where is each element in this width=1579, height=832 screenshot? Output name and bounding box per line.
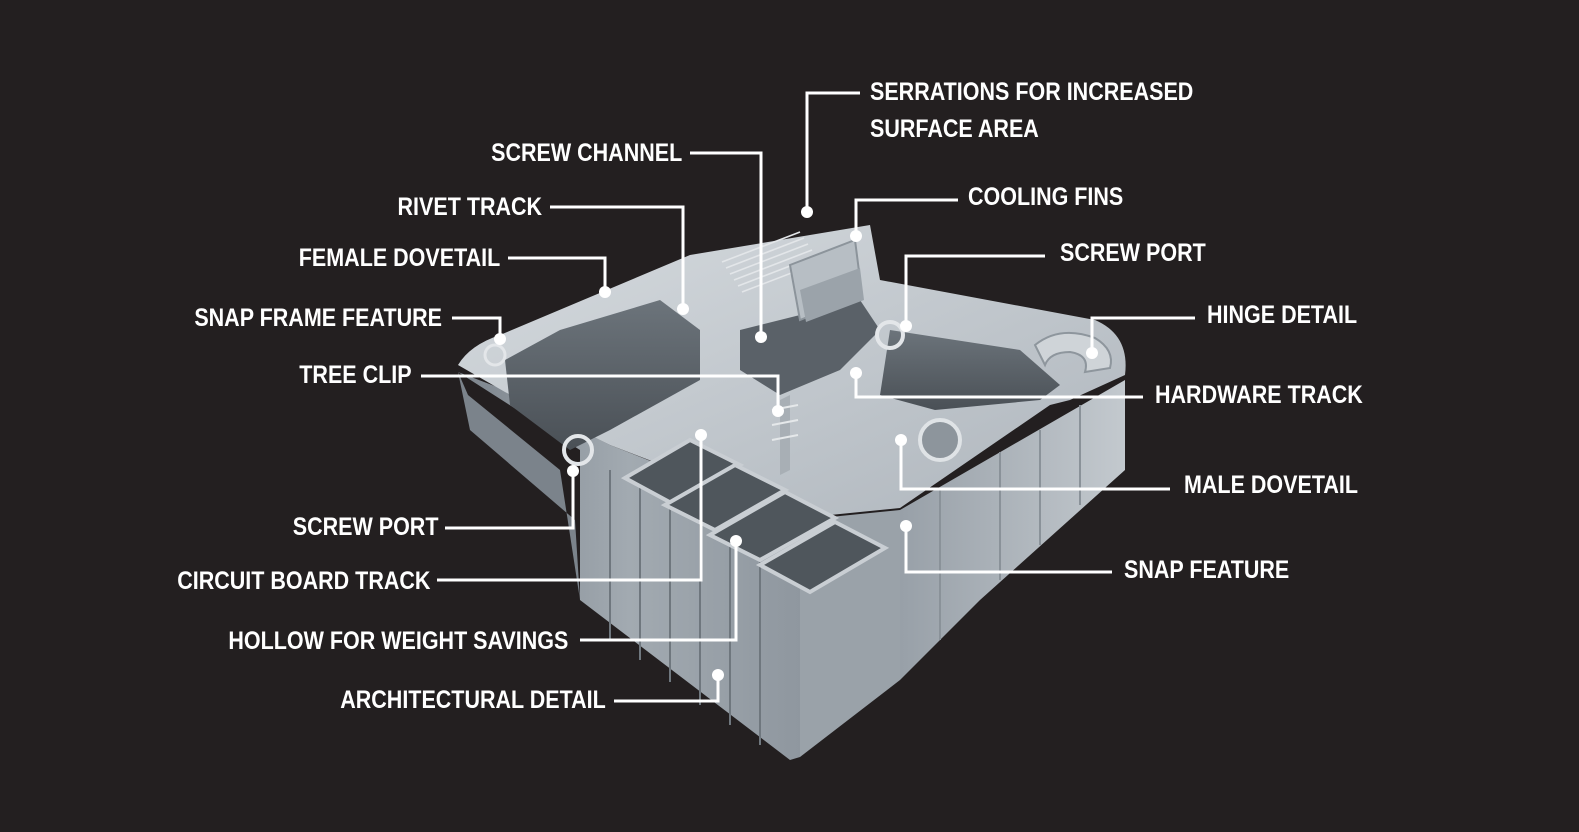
male-dovetail-boss [918, 418, 962, 462]
label-serrations: SERRATIONS FOR INCREASED SURFACE AREA [870, 74, 1193, 148]
dot-female-dovetail [599, 286, 611, 298]
leader-hinge [1090, 316, 1195, 353]
leader-snap-feature [904, 526, 1112, 574]
label-hardware-track: HARDWARE TRACK [1155, 381, 1363, 409]
snap-frame-circle [483, 343, 507, 367]
front-left-face [458, 372, 800, 760]
label-screw-port-left: SCREW PORT [292, 513, 438, 541]
label-screw-port-right: SCREW PORT [1060, 239, 1206, 267]
leader-snap-frame [452, 316, 502, 339]
label-serrations-line2: SURFACE AREA [870, 115, 1039, 143]
label-architectural-detail: ARCHITECTURAL DETAIL [340, 686, 606, 714]
leader-female-dovetail [508, 256, 607, 292]
right-cavity [880, 330, 1060, 410]
dot-screw-port-left [567, 465, 579, 477]
leader-screw-channel [690, 151, 763, 337]
leader-serrations [805, 91, 860, 212]
leader-screw-port-left [445, 471, 575, 530]
label-circuit-board-track: CIRCUIT BOARD TRACK [176, 567, 430, 595]
label-rivet-track: RIVET TRACK [397, 193, 542, 221]
label-hinge-detail: HINGE DETAIL [1207, 301, 1358, 329]
label-hollow-weight-savings: HOLLOW FOR WEIGHT SAVINGS [227, 627, 568, 655]
extrusion-body [458, 225, 1126, 760]
dot-hollow [730, 535, 742, 547]
leader-lines [421, 91, 1195, 703]
leader-screw-port-right [904, 254, 1045, 326]
center-cavity [740, 300, 880, 395]
label-serrations-line1: SERRATIONS FOR INCREASED [870, 78, 1194, 106]
dot-cooling-fins [850, 230, 862, 242]
front-left-lower-face [458, 372, 580, 600]
leader-cooling-fins [854, 198, 958, 236]
leader-dots [494, 206, 1098, 681]
dot-tree-clip [772, 405, 784, 417]
label-male-dovetail: MALE DOVETAIL [1184, 471, 1358, 499]
dot-screw-port-right [900, 320, 912, 332]
leader-rivet-track [550, 205, 685, 309]
leader-hollow [580, 541, 738, 642]
cooling-fin-plate-2 [800, 268, 864, 322]
label-cooling-fins: COOLING FINS [968, 183, 1124, 211]
screw-port-circle-left [562, 434, 594, 466]
dot-screw-channel [755, 331, 767, 343]
screw-port-circle-right [875, 320, 905, 350]
label-screw-channel: SCREW CHANNEL [490, 139, 682, 167]
dot-serrations [801, 206, 813, 218]
leader-male-dovetail [899, 440, 1170, 491]
right-side-face [900, 380, 1125, 680]
dot-circuit-board [695, 429, 707, 441]
label-female-dovetail: FEMALE DOVETAIL [298, 244, 500, 272]
tree-clip-shape [780, 395, 790, 475]
dot-architectural [712, 669, 724, 681]
leader-hardware-track [854, 373, 1143, 399]
dot-hardware-track [850, 367, 862, 379]
dot-hinge [1086, 347, 1098, 359]
dot-snap-frame [494, 333, 506, 345]
leader-tree-clip [421, 374, 780, 411]
label-snap-feature: SNAP FEATURE [1124, 556, 1290, 584]
dot-male-dovetail [895, 434, 907, 446]
label-tree-clip: TREE CLIP [299, 361, 412, 389]
dot-rivet-track [677, 303, 689, 315]
leader-circuit-board [437, 435, 703, 582]
label-snap-frame-feature: SNAP FRAME FEATURE [194, 304, 442, 332]
leader-architectural [614, 675, 720, 703]
dot-snap-feature [900, 520, 912, 532]
